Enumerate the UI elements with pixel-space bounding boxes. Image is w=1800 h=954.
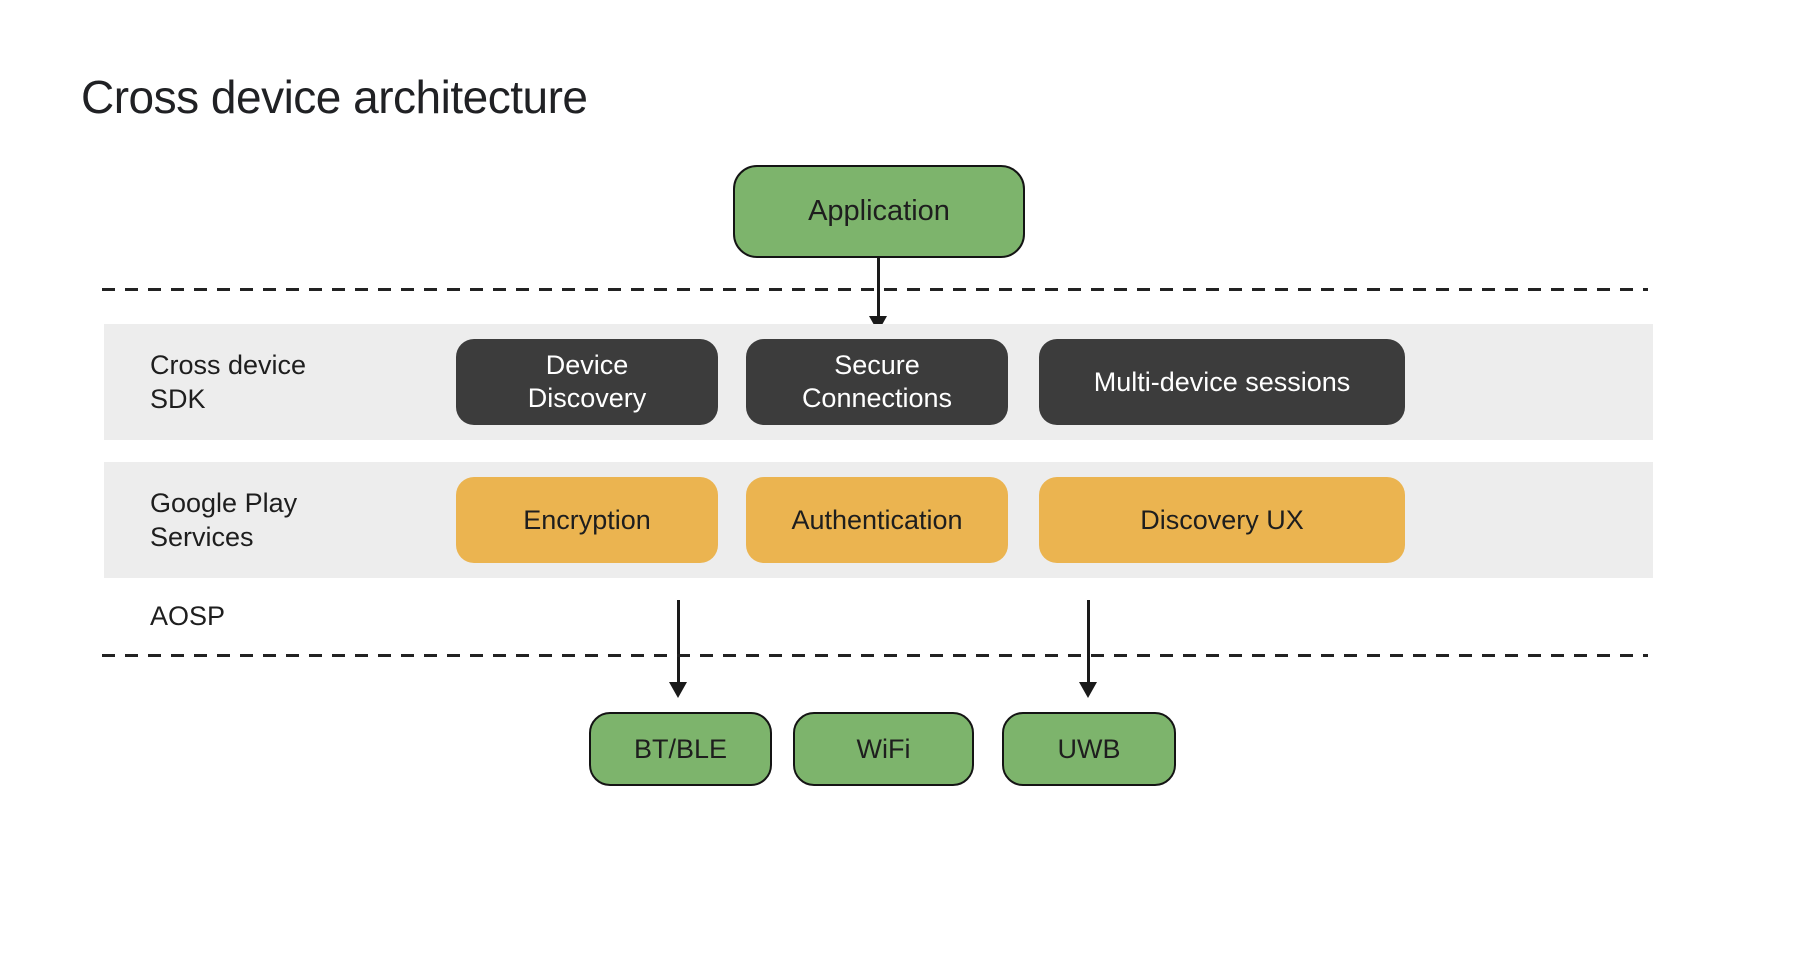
arrow-discoveryux-to-uwb-line bbox=[1087, 600, 1090, 684]
band-google-play-services: Google Play Services Encryption Authenti… bbox=[104, 462, 1653, 578]
node-uwb: UWB bbox=[1002, 712, 1176, 786]
band-label-aosp: AOSP bbox=[150, 601, 226, 631]
node-wifi: WiFi bbox=[793, 712, 974, 786]
node-encryption: Encryption bbox=[456, 477, 718, 563]
band-cross-device-sdk: Cross device SDK Device Discovery Secure… bbox=[104, 324, 1653, 440]
node-device-discovery: Device Discovery bbox=[456, 339, 718, 425]
node-multi-device-sessions: Multi-device sessions bbox=[1039, 339, 1405, 425]
band-label-google-play-services: Google Play Services bbox=[150, 487, 298, 552]
band-label-cross-device-sdk: Cross device SDK bbox=[150, 349, 307, 414]
node-application: Application bbox=[733, 165, 1025, 258]
arrow-encryption-to-btble-line bbox=[677, 600, 680, 684]
node-discovery-ux: Discovery UX bbox=[1039, 477, 1405, 563]
arrow-discoveryux-to-uwb-head bbox=[1079, 682, 1097, 698]
dashed-separator-bottom bbox=[102, 654, 1648, 657]
page-title: Cross device architecture bbox=[81, 71, 588, 123]
node-authentication: Authentication bbox=[746, 477, 1008, 563]
node-secure-connections: Secure Connections bbox=[746, 339, 1008, 425]
arrow-encryption-to-btble-head bbox=[669, 682, 687, 698]
node-bt-ble: BT/BLE bbox=[589, 712, 772, 786]
dashed-separator-top bbox=[102, 288, 1648, 291]
